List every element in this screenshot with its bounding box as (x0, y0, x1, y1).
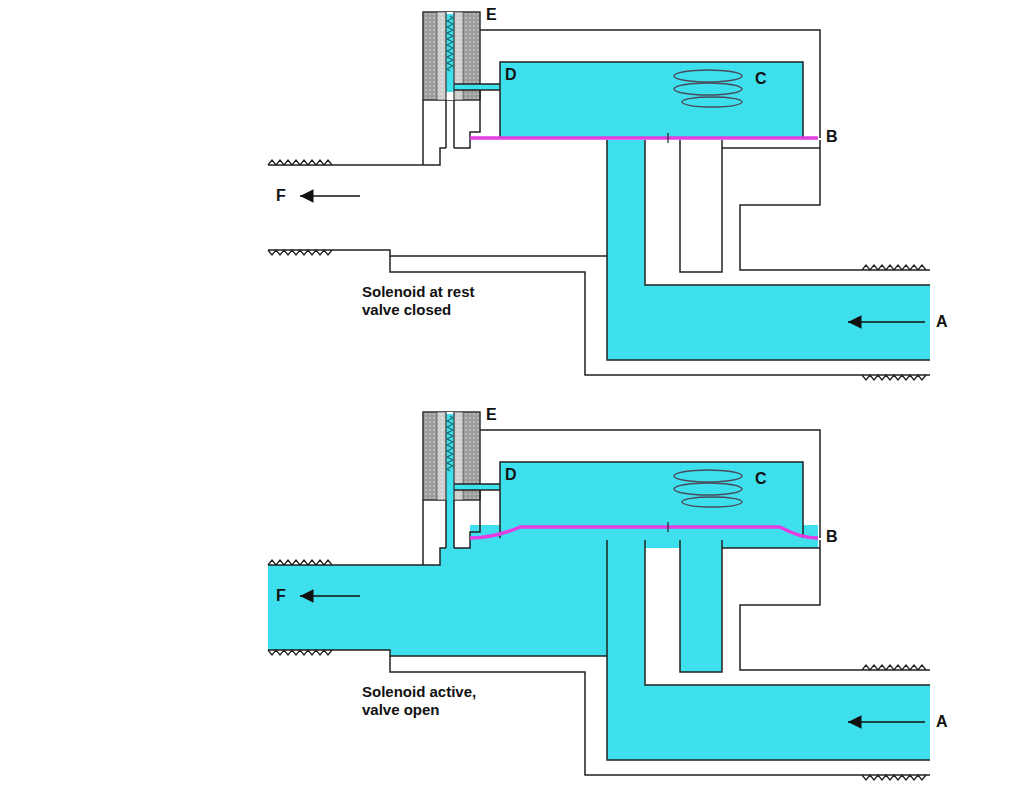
part-letter: B (826, 528, 838, 546)
water-fill (470, 525, 818, 548)
pipe-thread (268, 160, 926, 380)
port-letter: A (936, 313, 948, 331)
diaphragm-spring (674, 470, 742, 507)
water-fill (607, 540, 930, 760)
valve-open (268, 412, 930, 780)
pipe-thread (268, 560, 926, 780)
part-letter: E (486, 406, 497, 424)
part-letter: C (755, 470, 767, 488)
water-fill (268, 540, 607, 656)
diaphragm-hole (667, 133, 668, 143)
water-fill (454, 484, 500, 490)
flow-arrow (300, 195, 360, 197)
diaphragm (470, 136, 818, 140)
flow-arrow (848, 321, 925, 323)
port-letter: A (936, 713, 948, 731)
water-fill (454, 84, 500, 90)
diaphragm-hole (667, 522, 668, 532)
part-letter: E (486, 6, 497, 24)
flow-arrow (848, 721, 925, 723)
part-letter: B (826, 128, 838, 146)
solenoid-plunger (446, 412, 454, 500)
port-letter: F (276, 587, 286, 605)
flow-arrow (300, 595, 360, 597)
water-fill (500, 62, 803, 138)
port-letter: F (276, 187, 286, 205)
valve-housing (268, 430, 930, 775)
valve-closed (268, 12, 930, 380)
diaphragm (470, 527, 818, 538)
water-fill (680, 540, 722, 672)
valve-housing (268, 30, 930, 375)
state-caption: Solenoid at rest valve closed (362, 283, 512, 319)
part-letter: D (505, 466, 517, 484)
diaphragm-spring (674, 70, 742, 107)
water-fill (607, 140, 930, 360)
state-caption: Solenoid active, valve open (362, 683, 512, 719)
solenoid-plunger (446, 12, 454, 100)
part-letter: D (505, 66, 517, 84)
part-letter: C (755, 70, 767, 88)
